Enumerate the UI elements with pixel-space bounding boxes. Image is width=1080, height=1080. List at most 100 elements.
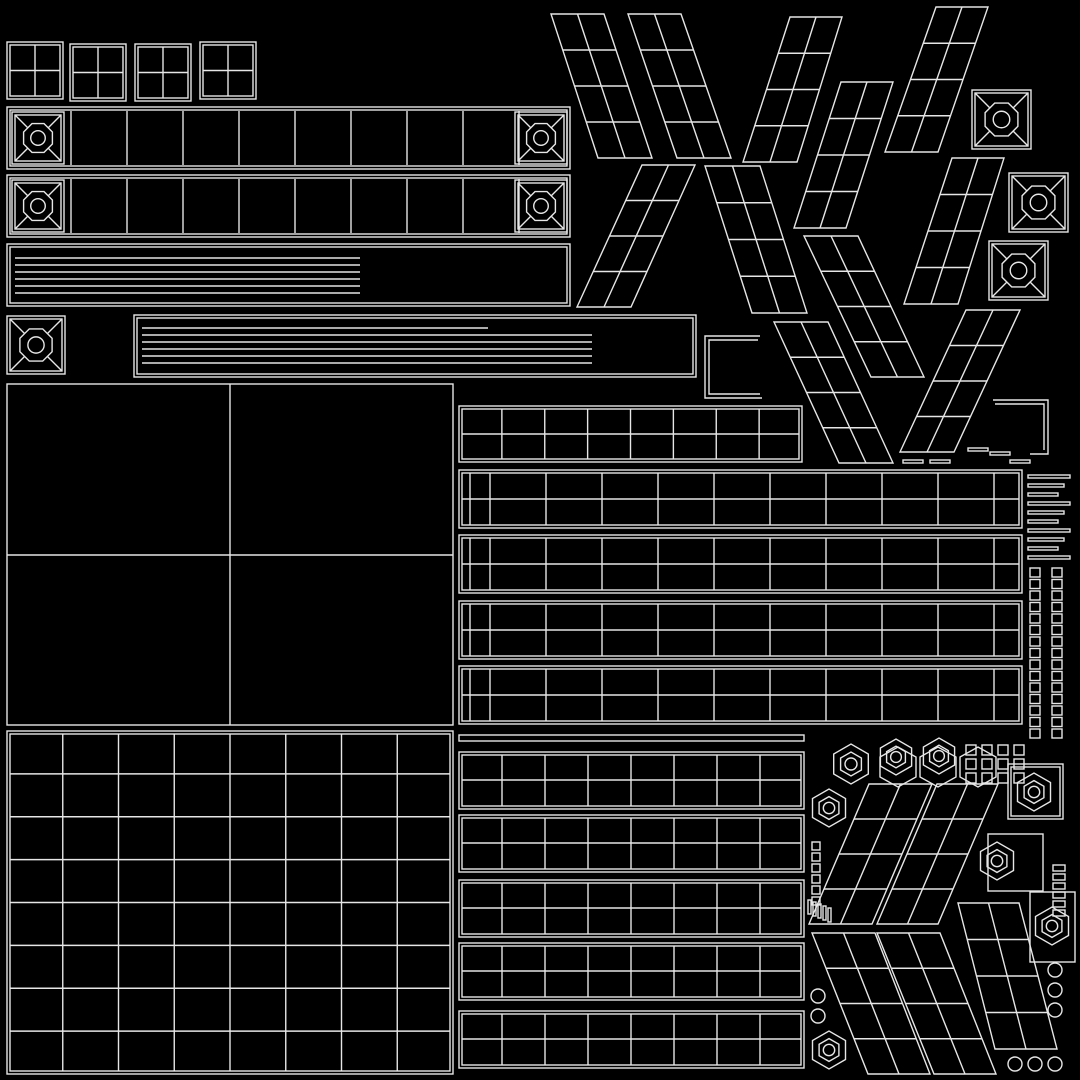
- small-strip: [1027, 492, 1059, 497]
- tiny-box: [965, 772, 977, 784]
- solar-panel: [793, 81, 894, 229]
- tiny-box: [1051, 590, 1063, 601]
- thin-strip: [458, 734, 805, 742]
- corner-line: [991, 281, 1008, 298]
- tiny-box: [997, 772, 1009, 784]
- solar-panel: [875, 932, 998, 1075]
- tiny-box: [1052, 882, 1066, 890]
- striped-bar-island-2: [133, 314, 697, 378]
- tiny-box: [1051, 728, 1063, 739]
- corner-line: [1029, 243, 1046, 260]
- solar-panel: [957, 902, 1058, 1050]
- small-strip: [1027, 555, 1071, 560]
- tiny-box: [811, 841, 821, 851]
- corner-line: [517, 182, 532, 197]
- tiny-box: [1052, 891, 1066, 899]
- hex-nut-outline: [919, 746, 957, 788]
- tiny-box: [1029, 682, 1041, 693]
- tiny-box: [1013, 772, 1025, 784]
- tiny-box: [1052, 864, 1066, 872]
- tiny-box: [1029, 647, 1041, 659]
- wide-grid-island: [458, 600, 1023, 660]
- tiny-box: [811, 852, 821, 862]
- hex-nut: [922, 737, 956, 775]
- corner-line: [550, 147, 565, 162]
- octagon-outer: [1021, 185, 1056, 220]
- tiny-box: [1051, 659, 1063, 670]
- hex-inner: [818, 795, 840, 821]
- tiny-box: [811, 863, 821, 873]
- wide-grid-island: [458, 665, 1023, 725]
- bolt-hole: [30, 130, 46, 146]
- bolt-hole: [992, 110, 1011, 129]
- striped-bar-island-inner: [9, 246, 568, 304]
- tiny-box: [811, 885, 821, 895]
- hex-nut-outline: [959, 746, 997, 788]
- tiny-box: [1051, 636, 1063, 647]
- hex-inner: [986, 848, 1008, 874]
- tiny-box: [1029, 567, 1041, 578]
- corner-line: [47, 147, 62, 162]
- small-strip: [1027, 519, 1059, 524]
- small-square-island: [69, 43, 127, 102]
- corner-line: [9, 356, 25, 372]
- bolt-plate-left: [11, 111, 65, 165]
- small-tick: [902, 459, 924, 464]
- tiny-box: [1029, 659, 1041, 670]
- bottom-grid-island: [458, 751, 805, 810]
- hex-hole: [822, 801, 836, 815]
- tiny-box: [1052, 900, 1066, 908]
- wireframe-layer: [6, 6, 1076, 1075]
- tiny-box: [1013, 744, 1025, 756]
- hex-nut: [811, 1030, 847, 1070]
- hex-inner: [818, 1037, 840, 1063]
- tiny-box: [997, 744, 1009, 756]
- small-tick: [1009, 459, 1031, 464]
- rivet: [1047, 982, 1063, 998]
- corner-line: [550, 182, 565, 197]
- bolt-plate-inner: [517, 114, 565, 162]
- corner-line: [1049, 213, 1066, 230]
- tiny-box: [1029, 670, 1041, 682]
- bolt-hole: [533, 198, 549, 214]
- corner-line: [1012, 92, 1029, 109]
- tiny-box: [1029, 705, 1041, 716]
- small-strip: [1027, 483, 1065, 488]
- corner-line: [550, 114, 565, 129]
- tiny-box: [1029, 636, 1041, 647]
- corner-line: [1011, 175, 1028, 192]
- hex-hole: [889, 750, 903, 764]
- rivet: [1047, 1056, 1063, 1072]
- tiny-box: [1051, 613, 1063, 624]
- tiny-box: [1051, 647, 1063, 659]
- bracket-inner: [995, 403, 1045, 450]
- small-tick: [989, 451, 1011, 456]
- bolt-hole: [1009, 261, 1028, 280]
- rivet: [1027, 1056, 1043, 1072]
- small-tick: [967, 447, 989, 452]
- small-strip: [1027, 537, 1065, 542]
- bolt-plate-inner: [517, 182, 565, 230]
- bolt-plate-right: [514, 111, 568, 165]
- rivet: [1047, 1002, 1063, 1018]
- tiny-box: [1029, 601, 1041, 613]
- hex-inner: [928, 744, 950, 768]
- nut-plate: [1007, 763, 1064, 820]
- bolt-plate-left: [11, 179, 65, 233]
- tiny-box: [1051, 567, 1063, 578]
- bolt-plate-inner: [9, 318, 63, 372]
- octagon-outer: [984, 102, 1019, 137]
- bolt-hole: [30, 198, 46, 214]
- small-strip: [1027, 474, 1071, 479]
- tiny-box: [1029, 624, 1041, 636]
- tiny-box: [1029, 590, 1041, 601]
- hex-nut: [833, 743, 869, 785]
- tiny-box: [981, 758, 993, 770]
- octagon-outer: [525, 190, 557, 222]
- hex-hole: [990, 854, 1004, 868]
- small-square-island: [6, 41, 64, 100]
- tiny-box: [1051, 716, 1063, 728]
- hex-hole: [844, 757, 858, 771]
- bottom-grid-island: [458, 1010, 805, 1069]
- solar-panel: [884, 6, 989, 153]
